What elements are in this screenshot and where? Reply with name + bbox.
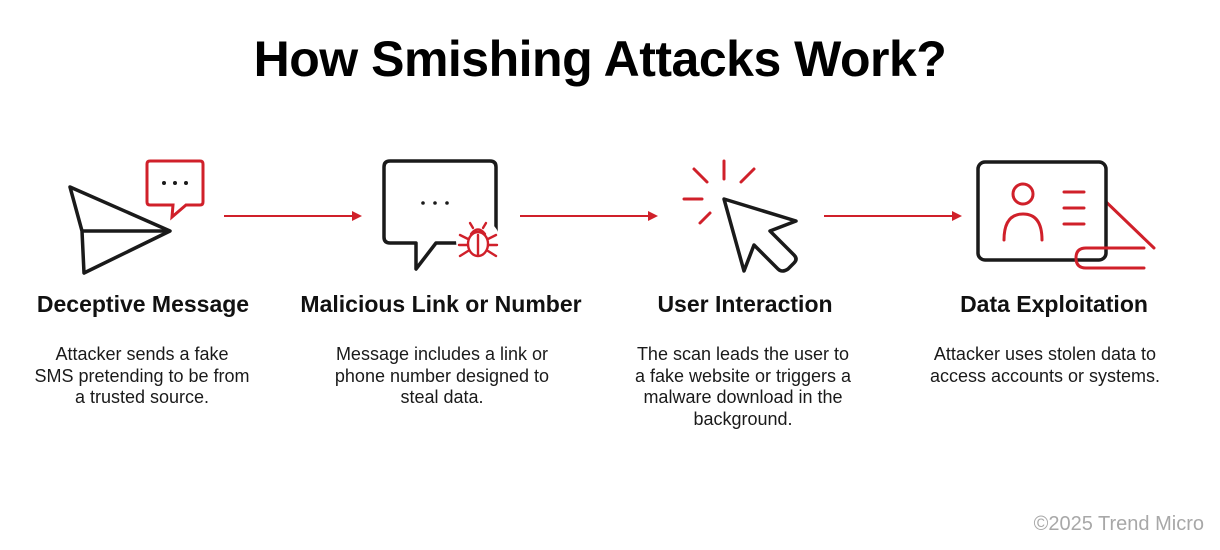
cursor-click-icon — [682, 159, 798, 273]
step-title-malicious-link: Malicious Link or Number — [300, 291, 582, 317]
chat-bug-icon — [382, 159, 500, 271]
step-title-data-exploitation: Data Exploitation — [960, 291, 1148, 317]
step-title-deceptive-message: Deceptive Message — [36, 291, 250, 317]
bug-icon — [457, 221, 499, 258]
copyright-text: ©2025 Trend Micro — [1033, 513, 1204, 535]
step-description: The scan leads the user to a fake websit… — [634, 344, 852, 429]
page-title: How Smishing Attacks Work? — [253, 31, 947, 87]
id-card-icon — [976, 160, 1156, 270]
flow-arrow — [824, 211, 962, 221]
flow-arrow — [520, 211, 658, 221]
paper-plane-chat-icon — [68, 159, 205, 275]
step-title-user-interaction: User Interaction — [657, 291, 833, 317]
step-description: Attacker uses stolen data to access acco… — [929, 344, 1161, 386]
step-description: Attacker sends a fake SMS pretending to … — [34, 344, 250, 407]
flow-arrow — [224, 211, 362, 221]
step-description: Message includes a link or phone number … — [334, 344, 550, 407]
